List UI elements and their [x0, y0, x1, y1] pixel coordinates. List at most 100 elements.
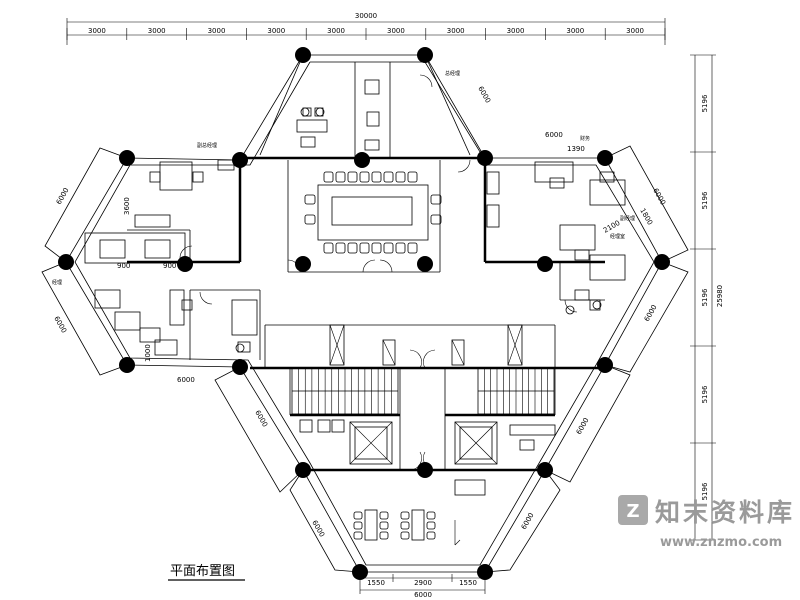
svg-text:知末资料库: 知末资料库 — [655, 498, 795, 527]
svg-text:1390: 1390 — [567, 145, 585, 153]
elevator-right — [454, 421, 498, 465]
top-segment-dimension: 3000 — [148, 27, 166, 35]
furniture-block — [549, 177, 565, 189]
furniture-block — [534, 161, 574, 183]
furniture-block — [231, 299, 258, 336]
svg-text:6000: 6000 — [310, 519, 326, 538]
column-dot — [417, 256, 433, 272]
top-segment-dimension: 3000 — [327, 27, 345, 35]
svg-text:6000: 6000 — [476, 85, 492, 104]
furniture-block — [589, 254, 626, 281]
svg-text:6000: 6000 — [177, 376, 195, 384]
furniture-block — [169, 289, 185, 326]
furniture-block — [159, 161, 193, 191]
right-total-dimension: 25980 — [716, 285, 724, 307]
top-segment-dimension: 3000 — [267, 27, 285, 35]
right-segment-dimension: 5196 — [701, 385, 709, 403]
furniture-block — [154, 339, 178, 356]
column-dot — [477, 564, 493, 580]
top-segment-dimension: 3000 — [447, 27, 465, 35]
furniture-block — [599, 171, 615, 183]
furniture-block — [486, 204, 500, 228]
top-segment-dimension: 3000 — [208, 27, 226, 35]
furniture-block — [366, 111, 380, 127]
furniture-block — [589, 179, 626, 206]
svg-text:经理室: 经理室 — [610, 233, 625, 240]
furniture-block — [574, 249, 590, 261]
furniture-block — [94, 289, 121, 309]
svg-text:900: 900 — [117, 262, 130, 270]
top-segment-dimension: 3000 — [566, 27, 584, 35]
top-segment-dimension: 3000 — [387, 27, 405, 35]
column-dot — [295, 256, 311, 272]
furniture-block — [331, 419, 345, 433]
column-dot — [417, 462, 433, 478]
svg-text:副总经理: 副总经理 — [197, 142, 217, 149]
svg-text:900: 900 — [163, 262, 176, 270]
svg-text:平面布置图: 平面布置图 — [170, 564, 235, 579]
svg-text:6000: 6000 — [55, 187, 71, 206]
svg-text:6000: 6000 — [520, 512, 536, 531]
column-dot — [295, 47, 311, 63]
doors — [179, 74, 578, 546]
column-dot — [597, 150, 613, 166]
furniture-block — [296, 119, 328, 133]
room-labels: 总经理 副总经理 经理 财务 经理室 副经理 — [52, 70, 635, 286]
stair-right — [477, 367, 555, 415]
elevator-left — [349, 421, 393, 465]
furniture-block — [574, 289, 590, 301]
column-dot — [58, 254, 74, 270]
top-segment-dimension: 3000 — [626, 27, 644, 35]
interior-walls — [127, 62, 605, 472]
office-furniture — [84, 79, 626, 496]
furniture-block — [317, 419, 331, 433]
right-segment-dimension: 5196 — [701, 482, 709, 500]
column-dot — [177, 256, 193, 272]
furniture-block — [99, 239, 126, 259]
column-dot — [352, 564, 368, 580]
furniture-block — [299, 419, 313, 433]
svg-text:3600: 3600 — [123, 197, 131, 215]
svg-text:副经理: 副经理 — [620, 215, 635, 222]
column-dot — [537, 256, 553, 272]
dining-area — [353, 509, 436, 541]
furniture-block — [134, 214, 171, 228]
svg-text:1550: 1550 — [459, 579, 477, 587]
furniture-block — [300, 136, 316, 148]
conference-room — [304, 171, 442, 254]
furniture-block — [364, 139, 380, 151]
top-segment-dimension: 3000 — [507, 27, 525, 35]
bottom-dimension-chain: 1550 2900 1550 6000 — [359, 574, 486, 599]
shafts — [329, 324, 523, 366]
column-dot — [232, 359, 248, 375]
svg-text:Z: Z — [626, 501, 639, 522]
furniture-block — [114, 311, 141, 331]
furniture-block — [144, 239, 171, 259]
furniture-block — [519, 439, 535, 451]
svg-text:1000: 1000 — [144, 344, 152, 362]
structural-columns — [58, 47, 670, 580]
svg-text:2900: 2900 — [414, 579, 432, 587]
right-segment-dimension: 5196 — [701, 94, 709, 112]
stair-left — [291, 367, 399, 415]
svg-text:6000: 6000 — [52, 315, 68, 334]
outer-walls — [41, 54, 689, 573]
column-dot — [597, 357, 613, 373]
svg-text:2100: 2100 — [602, 219, 621, 235]
column-dot — [119, 150, 135, 166]
svg-text:总经理: 总经理 — [445, 70, 460, 77]
right-segment-dimension: 5196 — [701, 191, 709, 209]
svg-text:6000: 6000 — [253, 409, 269, 428]
furniture-block — [181, 299, 193, 311]
column-dot — [232, 152, 248, 168]
column-dot — [654, 254, 670, 270]
top-segment-dimension: 3000 — [88, 27, 106, 35]
svg-text:6000: 6000 — [575, 417, 591, 436]
furniture-block — [486, 171, 500, 195]
furniture-block — [139, 327, 161, 343]
column-dot — [354, 152, 370, 168]
drawing-title: 平面布置图 — [168, 564, 245, 581]
svg-text:经理: 经理 — [52, 279, 62, 286]
furniture-block — [559, 224, 596, 251]
